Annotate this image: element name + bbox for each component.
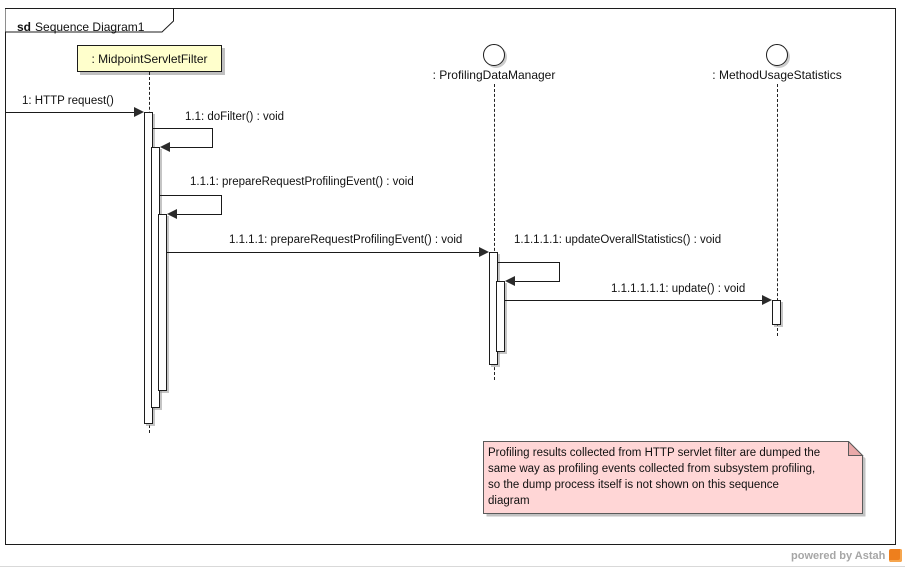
frame-pentagon-shape (4, 8, 174, 33)
lifeline-box-midpointservletfilter: : MidpointServletFilter (77, 45, 222, 72)
message-arrowhead-dofilter (160, 142, 170, 152)
lifeline-label-profilingdatamanager: : ProfilingDataManager (432, 68, 556, 82)
selfcall-out-line-preparerequest-1 (160, 195, 222, 196)
selfcall-vert-line-preparerequest-1 (221, 195, 222, 215)
selfcall-return-line-preparerequest-1 (177, 214, 222, 215)
note-line: Profiling results collected from HTTP se… (488, 447, 821, 459)
note-body (483, 441, 863, 514)
watermark: powered by Astah (791, 549, 903, 562)
message-line-preparerequest-2 (167, 252, 479, 253)
selfcall-vert-line-updateoverall (559, 262, 560, 282)
message-arrowhead-preparerequest-1 (167, 209, 177, 219)
watermark-label: powered by Astah (791, 549, 886, 562)
message-line-update (505, 300, 762, 301)
frame-keyword: sd (17, 20, 32, 34)
selfcall-out-line-dofilter (153, 128, 213, 129)
message-label-preparerequest-1: 1.1.1: prepareRequestProfilingEvent() : … (190, 176, 414, 188)
lifeline-circle-icon-profilingdatamanager (483, 44, 505, 66)
lifeline-circle-icon-methodusagestatistics (766, 44, 788, 66)
note-fold-icon (848, 441, 864, 456)
selfcall-return-line-dofilter (170, 147, 213, 148)
frame-title-text: Sequence Diagram1 (35, 20, 145, 34)
message-arrowhead-preparerequest-2 (479, 247, 489, 257)
message-line-http-request (5, 112, 134, 113)
astah-logo-icon (889, 549, 903, 562)
lifeline-line-profilingdatamanager (494, 84, 495, 380)
lifeline-label-methodusagestatistics: : MethodUsageStatistics (712, 68, 842, 82)
frame-border (5, 8, 896, 545)
message-arrowhead-updateoverall (505, 276, 515, 286)
activation-bar-profilingdatamanager-2 (496, 281, 505, 352)
selfcall-return-line-updateoverall (515, 281, 560, 282)
note-text: Profiling results collected from HTTP se… (488, 445, 820, 509)
message-arrowhead-http-request (134, 107, 144, 117)
note-line: same way as profiling events collected f… (488, 463, 816, 475)
activation-bar-midpoint-3 (158, 214, 167, 391)
message-label-http-request: 1: HTTP request() (22, 95, 114, 107)
note-shape (483, 441, 866, 517)
message-arrowhead-update (762, 295, 772, 305)
bottom-divider-line (0, 566, 905, 567)
note-line: so the dump process itself is not shown … (488, 479, 779, 491)
message-label-update: 1.1.1.1.1.1: update() : void (611, 283, 746, 295)
message-label-dofilter: 1.1: doFilter() : void (185, 111, 285, 123)
message-label-updateoverall: 1.1.1.1.1: updateOverallStatistics() : v… (514, 234, 722, 246)
message-label-preparerequest-2: 1.1.1.1: prepareRequestProfilingEvent() … (229, 234, 463, 246)
lifeline-line-methodusagestatistics (777, 84, 778, 336)
selfcall-out-line-updateoverall (498, 262, 560, 263)
selfcall-vert-line-dofilter (212, 128, 213, 148)
note-line: diagram (488, 495, 530, 507)
lifeline-label-midpointservletfilter: : MidpointServletFilter (91, 51, 208, 66)
activation-bar-methodusagestatistics (772, 300, 781, 325)
